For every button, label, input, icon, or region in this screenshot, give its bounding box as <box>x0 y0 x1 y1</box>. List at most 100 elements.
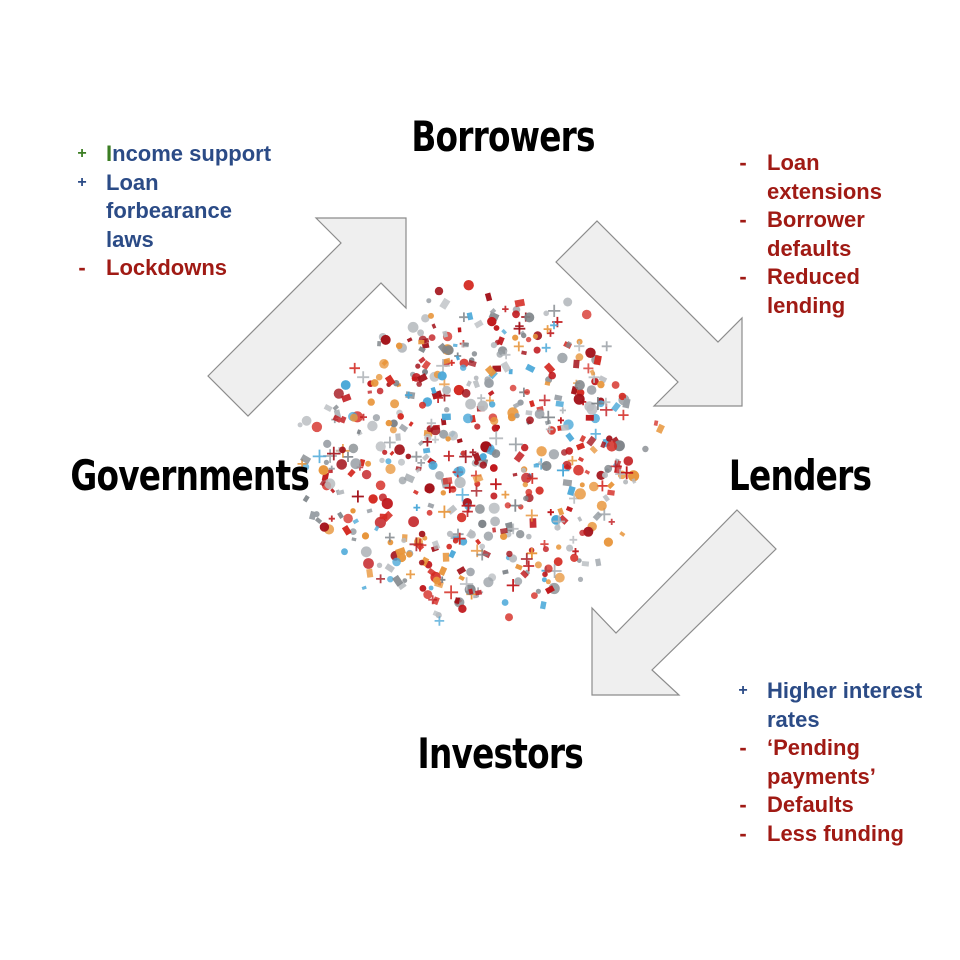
virus-particle <box>407 321 419 333</box>
virus-particle <box>466 380 472 387</box>
virus-particle <box>514 298 526 308</box>
virus-particle <box>342 451 354 462</box>
virus-particle <box>541 461 552 471</box>
virus-particle <box>428 585 434 591</box>
virus-particle <box>581 560 590 567</box>
virus-particle <box>398 423 409 433</box>
virus-particle <box>434 286 444 296</box>
virus-particle <box>421 342 430 349</box>
virus-particle <box>576 558 582 563</box>
virus-particle <box>455 488 470 502</box>
virus-particle <box>426 509 433 516</box>
virus-particle <box>459 577 474 591</box>
virus-particle <box>541 410 555 425</box>
virus-particle <box>557 507 565 516</box>
virus-particle <box>474 589 483 596</box>
virus-particle <box>366 568 374 578</box>
virus-particle <box>465 398 476 410</box>
virus-particle <box>366 508 373 514</box>
virus-particle <box>642 445 649 453</box>
virus-particle <box>577 516 583 522</box>
minus-icon: - <box>739 264 747 289</box>
virus-particle <box>544 585 555 595</box>
virus-particle <box>533 463 539 468</box>
virus-particle <box>448 549 457 559</box>
virus-particle <box>565 505 573 513</box>
node-governments: Governments <box>70 451 310 500</box>
virus-particle <box>653 420 659 427</box>
virus-particle <box>442 330 449 338</box>
virus-particle <box>372 414 380 422</box>
list-item-text: Loan extensions <box>767 150 882 204</box>
virus-particle <box>319 522 330 532</box>
virus-particle <box>405 453 412 460</box>
virus-particle <box>547 509 554 516</box>
virus-particle <box>577 576 584 583</box>
virus-particle <box>459 312 469 322</box>
virus-particle <box>483 577 494 588</box>
virus-particle <box>443 450 455 462</box>
virus-particle <box>523 495 529 502</box>
virus-particle <box>417 459 425 467</box>
virus-particle <box>475 504 485 514</box>
virus-particle <box>541 577 547 583</box>
virus-particle <box>608 518 615 525</box>
virus-particle <box>418 346 426 353</box>
virus-particle <box>468 588 474 595</box>
virus-particle <box>602 472 608 479</box>
virus-particle <box>579 434 587 443</box>
virus-particle <box>478 519 487 529</box>
virus-particle <box>524 569 531 576</box>
virus-particle <box>602 494 610 502</box>
virus-particle <box>490 492 498 500</box>
virus-particle <box>563 297 573 307</box>
virus-particle <box>521 350 527 356</box>
virus-particle <box>458 574 465 582</box>
virus-particle <box>379 457 385 464</box>
virus-particle <box>620 466 634 480</box>
virus-particle <box>529 518 537 528</box>
virus-particle <box>356 429 362 435</box>
virus-particle <box>557 417 564 424</box>
virus-particle <box>545 425 554 434</box>
list-item: - Lockdowns <box>72 254 272 283</box>
virus-particle <box>438 566 448 577</box>
virus-particle <box>470 485 483 497</box>
virus-particle <box>312 449 327 464</box>
virus-particle <box>513 451 525 463</box>
virus-particle <box>444 482 456 494</box>
list-item-text: ncome support <box>112 141 272 166</box>
virus-particle <box>616 460 622 466</box>
virus-particle <box>532 333 539 339</box>
virus-particle <box>456 512 467 523</box>
virus-particle <box>524 389 531 395</box>
minus-icon: - <box>739 150 747 175</box>
virus-particle <box>349 528 357 535</box>
virus-particle <box>534 561 542 569</box>
virus-particle <box>475 538 482 546</box>
virus-particle <box>463 280 474 291</box>
virus-particle <box>381 359 389 366</box>
virus-particle <box>479 453 487 461</box>
virus-particle <box>428 595 438 605</box>
list-item-text: Less funding <box>767 820 904 846</box>
list-item-text: Reduced lending <box>767 264 860 318</box>
virus-particle <box>501 328 508 335</box>
virus-particle <box>520 553 533 565</box>
virus-particle <box>583 363 594 374</box>
virus-particle <box>607 489 615 496</box>
virus-particle <box>488 502 500 514</box>
virus-particle <box>493 325 500 331</box>
virus-particle <box>573 464 584 476</box>
virus-particle <box>586 385 597 395</box>
virus-particle <box>525 363 536 373</box>
virus-particle <box>589 481 599 492</box>
virus-particle <box>457 327 462 333</box>
virus-particle <box>467 359 477 368</box>
virus-particle <box>392 557 401 567</box>
list-item-text: Defaults <box>767 792 854 817</box>
virus-particle <box>351 537 357 542</box>
virus-particle <box>526 548 538 559</box>
virus-particle <box>550 321 558 330</box>
